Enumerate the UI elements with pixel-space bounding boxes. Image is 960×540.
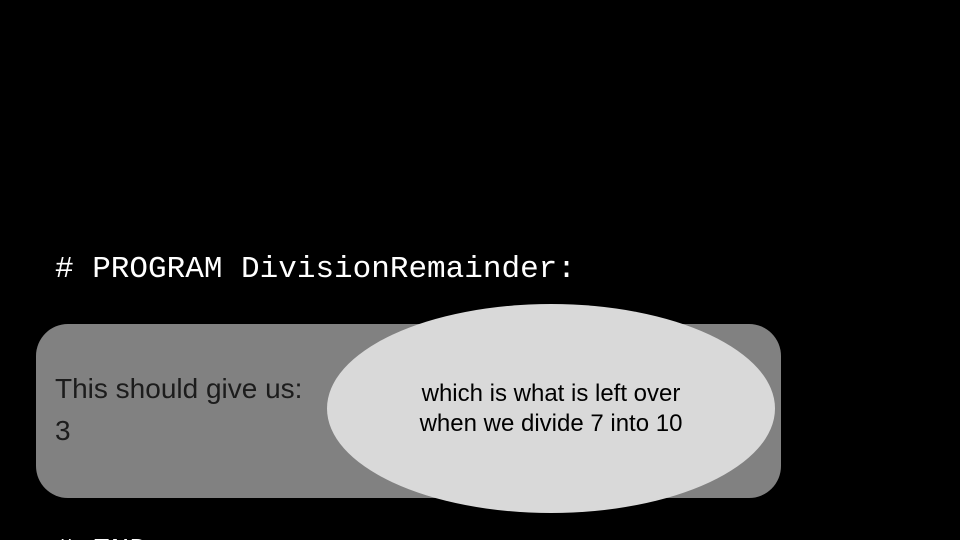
- result-value: 3: [55, 415, 71, 446]
- result-label: This should give us:: [55, 373, 303, 404]
- callout-line-2: when we divide 7 into 10: [419, 409, 683, 437]
- callout-line-1: which is what is left over: [421, 379, 681, 407]
- code-line-end: # END.: [55, 528, 576, 540]
- callout-text: which is what is left over when we divid…: [420, 379, 683, 439]
- code-line-program: # PROGRAM DivisionRemainder:: [55, 252, 576, 287]
- callout-ellipse: which is what is left over when we divid…: [327, 304, 775, 513]
- result-text: This should give us: 3: [55, 368, 302, 452]
